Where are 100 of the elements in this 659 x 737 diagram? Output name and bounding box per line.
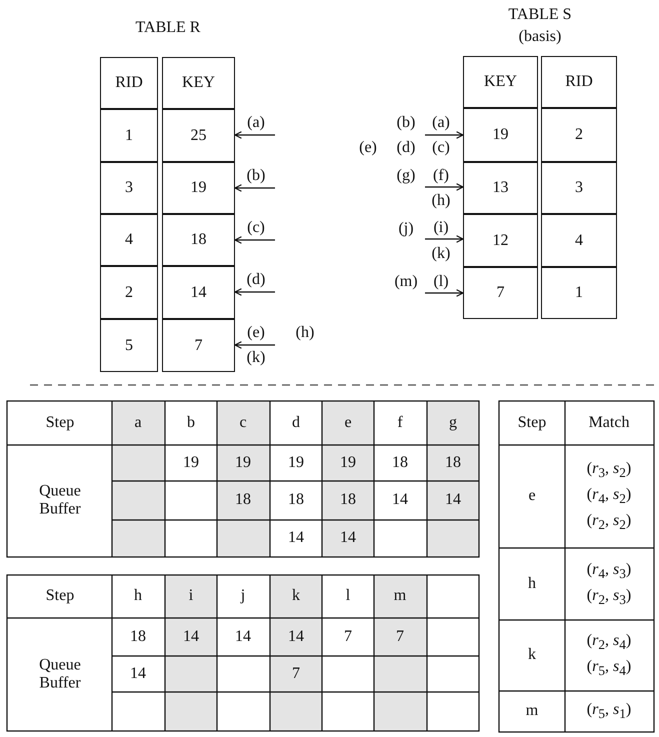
table-subtitle: (basis) — [518, 28, 562, 46]
match-pair: (r$_{3}$, s$_{2}$) — [586, 460, 632, 480]
cell-text: 3 — [575, 179, 583, 197]
step-tag: (b) — [396, 114, 416, 132]
table-cell — [541, 108, 617, 162]
edge-label: (c) — [246, 220, 266, 236]
step-letter: i — [188, 586, 194, 606]
row-header: Queue Buffer — [38, 482, 82, 520]
step-letter: h — [528, 574, 536, 594]
step-letter: m — [526, 702, 538, 720]
edge-label: (d) — [246, 272, 266, 288]
table-title: TABLE S — [508, 6, 572, 24]
step-letter: k — [292, 586, 300, 606]
step-letter: e — [344, 414, 352, 432]
table-cell — [463, 214, 538, 267]
step-letter: j — [240, 586, 246, 606]
table-cell — [100, 57, 158, 109]
table-cell — [541, 267, 617, 319]
header-text: Step — [46, 414, 74, 432]
cell-value: 19 — [340, 454, 356, 472]
table-cell — [162, 57, 235, 109]
cell-value: 14 — [288, 528, 304, 548]
cell-text: KEY — [182, 74, 215, 92]
edge-label: (f) — [432, 168, 450, 184]
table-cell — [162, 266, 235, 319]
match-pair: (r$_{2}$, s$_{2}$) — [586, 512, 632, 532]
cell-text: RID — [115, 74, 143, 92]
cell-value: 7 — [396, 628, 404, 646]
arrow — [425, 183, 464, 191]
cell-value: 19 — [183, 454, 199, 472]
cell-text: 1 — [575, 284, 583, 302]
step-letter: b — [187, 414, 195, 432]
cell-value: 14 — [130, 664, 146, 684]
cell-text: 7 — [496, 284, 504, 302]
cell-text: 2 — [575, 126, 583, 144]
cell-text: 5 — [125, 336, 133, 354]
cell-value: 18 — [288, 490, 304, 510]
match-pair: (r$_{5}$, s$_{1}$) — [586, 700, 632, 722]
step-tag: (e) — [359, 138, 377, 158]
step-tag: (m) — [394, 272, 418, 292]
row-header: Queue Buffer — [38, 656, 82, 694]
match-pair: (r$_{2}$, s$_{3}$) — [586, 586, 632, 608]
cell-value: 19 — [288, 454, 304, 472]
step-tag: (h) — [296, 324, 314, 342]
step-tag: (k) — [432, 244, 450, 264]
table-cell — [100, 109, 158, 162]
edge-label: (b) — [246, 168, 266, 184]
arrow — [234, 131, 275, 139]
table-title: TABLE R — [136, 18, 200, 38]
cell-text: KEY — [484, 73, 517, 91]
table-cell — [100, 266, 158, 319]
cell-value: 18 — [392, 454, 408, 472]
cell-value: 7 — [292, 664, 300, 684]
cell-value: 14 — [235, 628, 251, 646]
cell-value: 14 — [445, 490, 461, 510]
table-cell — [100, 214, 158, 266]
edge-label: (a) — [431, 115, 451, 131]
step-tag: (c) — [432, 138, 450, 158]
cell-value: 19 — [235, 454, 251, 472]
arrow — [425, 131, 464, 139]
step-letter: g — [449, 414, 457, 432]
arrow — [234, 288, 275, 296]
table-cell — [162, 109, 235, 162]
table-cell — [463, 162, 538, 214]
table-cell — [162, 319, 235, 372]
cell-text: 1 — [125, 126, 133, 144]
table-cell — [162, 214, 235, 266]
step-letter: e — [528, 486, 536, 506]
step-tag: (g) — [396, 166, 416, 186]
step-letter: m — [394, 586, 406, 606]
match-pair: (r$_{4}$, s$_{2}$) — [586, 486, 632, 506]
cell-text: 14 — [190, 284, 206, 302]
match-pair: (r$_{2}$, s$_{4}$) — [586, 632, 632, 652]
step-letter: c — [239, 414, 247, 432]
cell-text: 19 — [492, 126, 508, 144]
arrow — [234, 236, 275, 244]
header-text: Match — [588, 414, 630, 432]
table-cell — [100, 162, 158, 214]
table-cell — [463, 56, 538, 108]
cell-value: 18 — [445, 454, 461, 472]
arrow — [234, 341, 275, 349]
cell-text: 12 — [492, 232, 508, 250]
cell-text: 18 — [190, 231, 206, 249]
cell-value: 18 — [235, 490, 251, 510]
match-pair: (r$_{5}$, s$_{4}$) — [586, 658, 632, 678]
cell-text: RID — [565, 73, 593, 91]
step-letter: f — [397, 414, 403, 432]
cell-value: 14 — [183, 628, 199, 646]
step-tag: (k) — [246, 348, 266, 368]
cell-value: 18 — [340, 490, 356, 510]
arrow — [425, 235, 464, 243]
table-cell — [100, 319, 158, 372]
arrow — [234, 184, 275, 192]
table-cell — [463, 108, 538, 162]
table-cell — [541, 56, 617, 108]
header-text: Step — [518, 414, 546, 432]
cell-text: 19 — [190, 179, 206, 197]
cell-text: 7 — [194, 336, 202, 354]
step-letter: a — [134, 414, 142, 432]
table-cell — [541, 162, 617, 214]
